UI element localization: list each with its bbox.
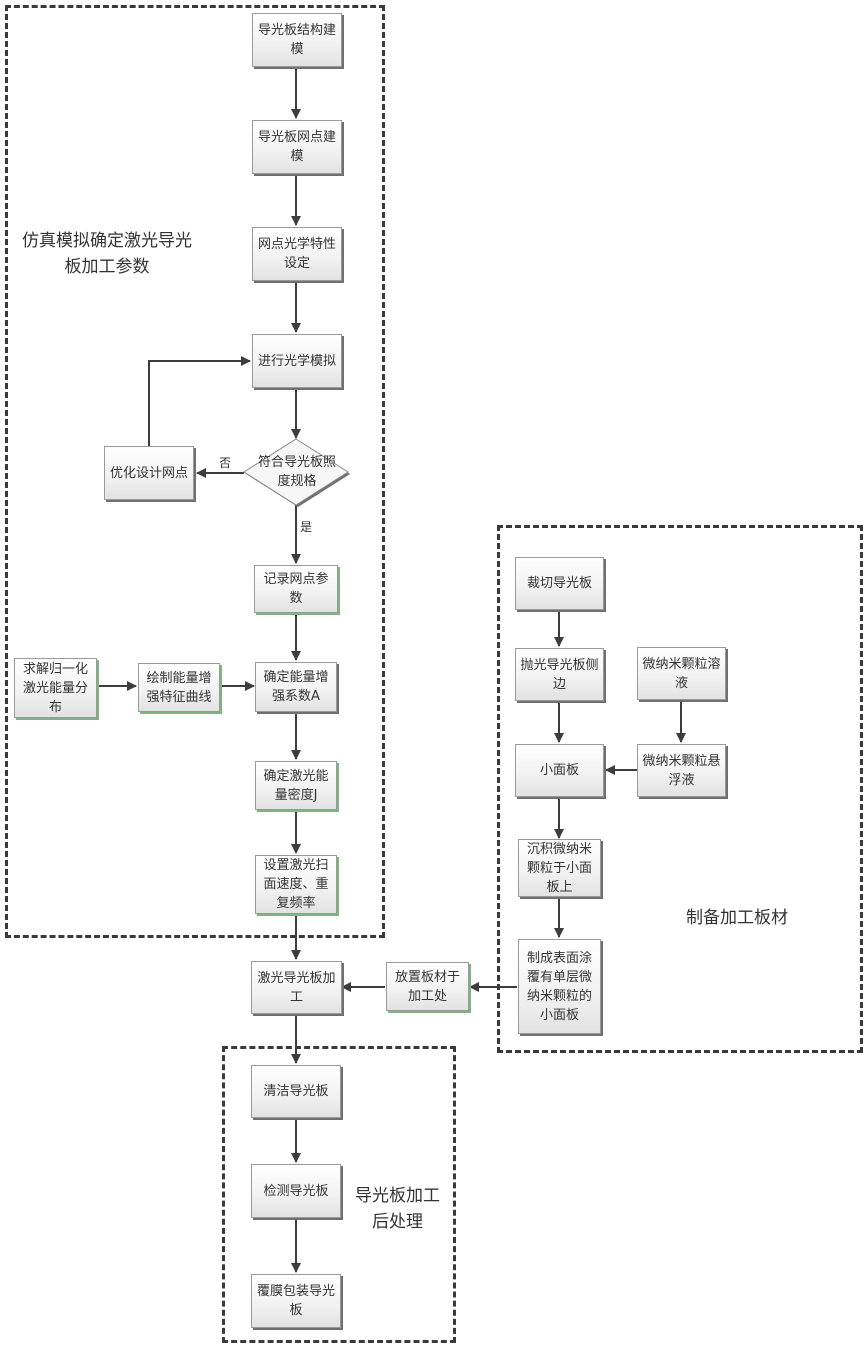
node-laser-processing: 激光导光板加工 [251,961,342,1014]
node-coated-panel: 制成表面涂覆有单层微纳米颗粒的小面板 [518,939,601,1034]
node-optimize-dots: 优化设计网点 [104,446,194,500]
arrow-optimize-loop [149,361,250,446]
edge-label-no: 否 [219,454,231,471]
node-plot-curve: 绘制能量增强特征曲线 [138,663,220,712]
node-solve-energy-dist: 求解归一化激光能量分布 [14,658,97,718]
node-coef-a: 确定能量增强系数A [255,662,337,712]
node-nano-solution: 微纳米颗粒溶液 [637,647,726,700]
node-polish-edge: 抛光导光板侧边 [515,648,604,701]
node-inspect: 检测导光板 [251,1164,341,1218]
node-clean: 清洁导光板 [251,1065,341,1118]
node-dot-optical-props: 网点光学特性设定 [252,227,342,281]
node-deposit: 沉积微纳米颗粒于小面板上 [518,839,601,897]
node-film-pack: 覆膜包装导光板 [251,1274,341,1328]
node-dot-modeling: 导光板网点建模 [252,120,342,174]
node-structure-modeling: 导光板结构建模 [252,13,342,67]
node-nano-suspension: 微纳米颗粒悬浮液 [637,744,726,797]
node-cut-plate: 裁切导光板 [515,557,604,610]
node-spec-check: 符合导光板照度规格 [256,453,338,491]
node-small-panel: 小面板 [515,744,604,797]
node-scan-settings: 设置激光扫面速度、重复频率 [255,855,337,914]
node-density-j: 确定激光能量密度J [255,761,337,810]
edge-label-yes: 是 [300,518,312,535]
node-place-material: 放置板材于加工处 [386,962,469,1011]
node-record-params: 记录网点参数 [254,565,338,613]
node-optical-simulation: 进行光学模拟 [252,334,342,388]
